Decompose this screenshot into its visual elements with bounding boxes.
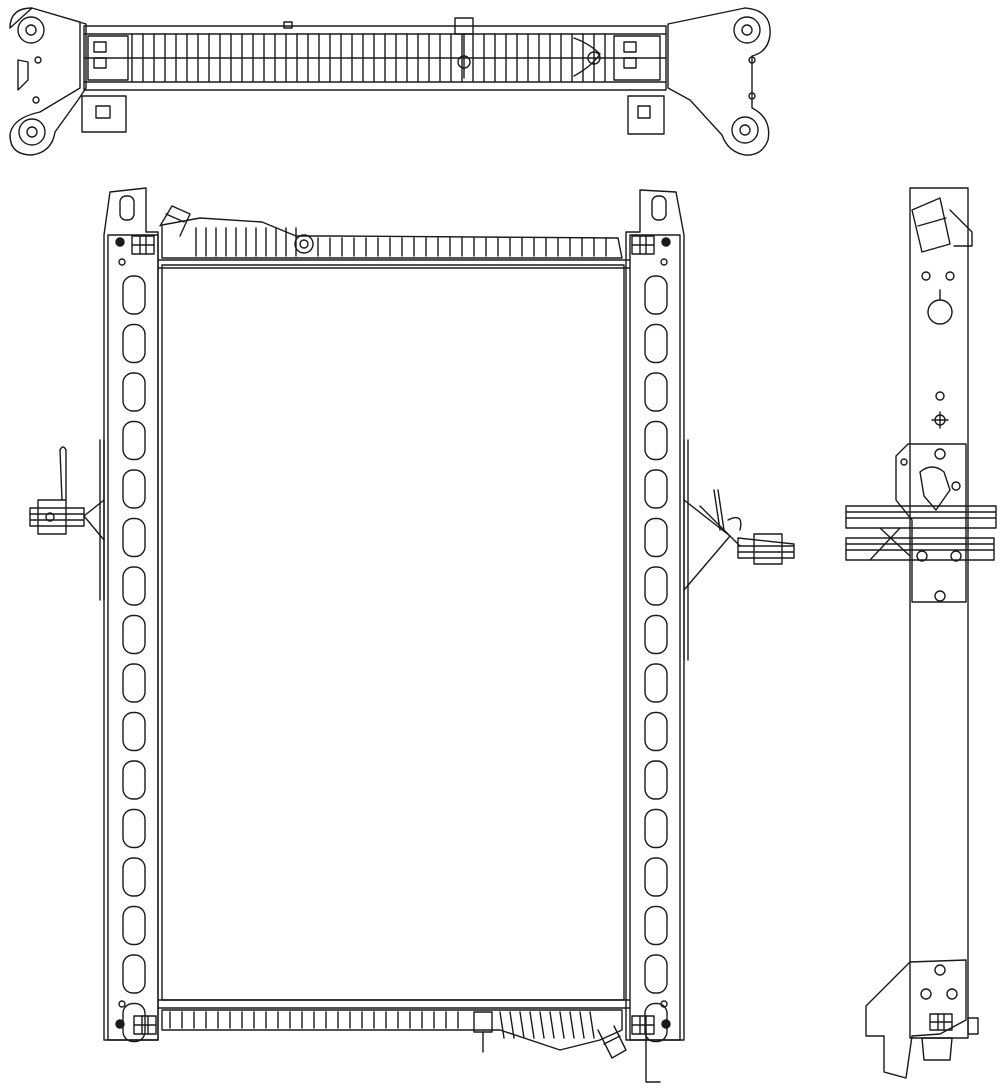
rail-slot xyxy=(645,713,667,751)
upper-tank-ribs xyxy=(196,228,606,256)
side-lower-bracket xyxy=(866,960,966,1078)
rail-slot xyxy=(123,276,145,314)
rail-slot xyxy=(123,1004,145,1042)
tank-rib xyxy=(510,1012,514,1038)
tank-rib xyxy=(550,1012,554,1038)
tank-rib xyxy=(500,1012,504,1038)
left-mount-bracket xyxy=(30,440,104,600)
top-right-mount-hole-upper xyxy=(734,17,760,43)
rail-slot xyxy=(645,810,667,848)
side-inlet-pipe xyxy=(912,198,950,252)
top-outlet-pipe xyxy=(574,38,600,76)
top-tank-ribs xyxy=(132,34,605,82)
side-view xyxy=(846,188,996,1078)
side-rail xyxy=(910,188,968,1038)
top-right-mount-hole-lower xyxy=(732,117,758,143)
top-left-bracket xyxy=(10,8,86,155)
tank-rib xyxy=(570,1012,574,1038)
rail-slot xyxy=(645,1004,667,1042)
lower-tank xyxy=(162,1010,622,1050)
rail-slot xyxy=(645,276,667,314)
rail-slot xyxy=(123,810,145,848)
tank-rib xyxy=(540,1012,544,1038)
rail-slot xyxy=(123,955,145,993)
right-rail-slots xyxy=(645,276,667,1042)
side-bracket-plate xyxy=(896,444,966,602)
rail-slot xyxy=(645,325,667,363)
upper-inlet-pipe xyxy=(160,206,190,236)
front-view xyxy=(30,188,794,1082)
rail-slot xyxy=(123,907,145,945)
rail-slot xyxy=(645,422,667,460)
rail-slot xyxy=(645,664,667,702)
rail-slot xyxy=(123,373,145,411)
rail-slot xyxy=(645,761,667,799)
rail-slot xyxy=(123,616,145,654)
top-left-mount-hole-upper xyxy=(18,17,44,43)
top-view xyxy=(10,8,770,155)
tank-rib xyxy=(530,1012,534,1038)
left-rail-slots xyxy=(123,276,145,1042)
rail-slot xyxy=(645,616,667,654)
rail-slot xyxy=(645,907,667,945)
lower-tank-ribs xyxy=(170,1012,594,1038)
left-side-rail xyxy=(104,188,158,1040)
rail-slot xyxy=(645,373,667,411)
rail-slot xyxy=(645,470,667,508)
tank-rib xyxy=(520,1012,524,1038)
rail-slot xyxy=(645,858,667,896)
side-large-hole xyxy=(928,300,952,324)
rail-slot xyxy=(123,761,145,799)
rail-slot xyxy=(123,713,145,751)
side-drain-fitting xyxy=(922,1038,952,1060)
rail-slot xyxy=(645,567,667,605)
upper-tank-port xyxy=(295,235,313,253)
tank-rib xyxy=(590,1012,594,1038)
rail-slot xyxy=(645,955,667,993)
upper-tank xyxy=(162,218,622,258)
rail-slot xyxy=(123,470,145,508)
rail-slot xyxy=(123,567,145,605)
rail-slot xyxy=(123,325,145,363)
tank-rib xyxy=(580,1012,584,1038)
side-clamp-upper xyxy=(846,506,996,528)
right-mount-bracket xyxy=(684,440,794,660)
top-left-mount-hole-lower xyxy=(19,119,45,145)
rail-slot xyxy=(123,422,145,460)
rail-slot xyxy=(123,519,145,557)
rail-slot xyxy=(123,664,145,702)
side-clamp-lower xyxy=(846,538,994,560)
tank-rib xyxy=(560,1012,564,1038)
lower-drain-plug xyxy=(474,1012,492,1032)
rail-slot xyxy=(645,519,667,557)
top-right-bracket xyxy=(668,8,770,155)
radiator-core xyxy=(162,265,624,1000)
rail-slot xyxy=(123,858,145,896)
